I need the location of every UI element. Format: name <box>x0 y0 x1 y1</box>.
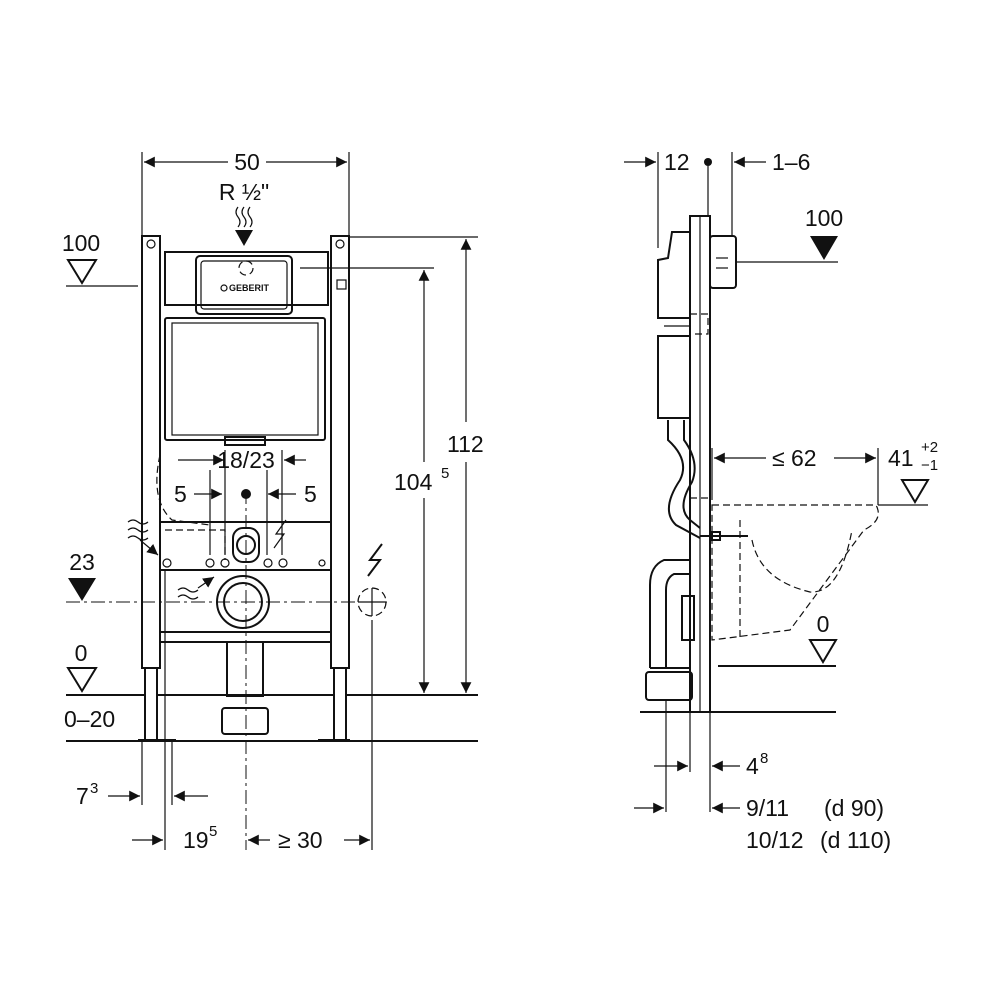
projection-label: ≤ 62 <box>772 445 817 471</box>
wc-outline-dashed <box>711 504 879 641</box>
stud-1 <box>205 558 215 568</box>
side-center-dot-icon <box>704 158 712 166</box>
water-hose-left <box>156 454 211 526</box>
level-100-label: 100 <box>62 230 100 256</box>
stud-3 <box>263 558 273 568</box>
depth-frame-label: 12 <box>664 149 690 175</box>
center-point-icon <box>241 489 251 499</box>
frame-left-post <box>141 235 161 669</box>
flush-pipe-inner <box>682 420 701 529</box>
water-supply-icon <box>235 206 253 228</box>
level-23-label: 23 <box>69 549 95 575</box>
level-zero-triangle-icon <box>66 667 98 693</box>
drain-d110-note: (d 110) <box>820 827 891 853</box>
cistern-top <box>164 251 329 306</box>
water-left-icon <box>127 519 149 541</box>
side-cistern-dashed <box>689 313 709 335</box>
wc-connector-dashed <box>690 497 711 536</box>
dim-104-label: 104 <box>394 469 433 495</box>
side-level-zero-label: 0 <box>817 611 830 637</box>
side-drain-connector <box>681 595 695 641</box>
seat-height-label: 41 <box>888 445 914 471</box>
connection-label: R ½" <box>219 179 269 205</box>
wall-gap-label: 1–6 <box>772 149 810 175</box>
stud-5 <box>162 558 172 568</box>
drain-coupling <box>645 671 693 701</box>
brand-label: GEBERIT <box>229 283 270 293</box>
side-cistern-top <box>657 231 691 319</box>
pipe-offset-sup: 5 <box>209 823 217 840</box>
floor-range-label: 0–20 <box>64 706 115 732</box>
level-23-triangle-icon <box>68 578 96 601</box>
front-view: GEBERIT <box>62 149 484 853</box>
leg-left <box>144 667 158 741</box>
side-cistern-body <box>657 335 691 419</box>
pipe-offset-label: 19 <box>183 827 209 853</box>
electric-outer-icon <box>367 543 383 577</box>
flush-pipe-outer <box>667 420 701 539</box>
flush-spacing-label: 18/23 <box>217 447 275 473</box>
drain-bend-outer <box>649 559 690 668</box>
drain-d90-note: (d 90) <box>824 795 884 821</box>
supply-arrow-icon <box>235 230 253 246</box>
cistern-inner <box>171 322 319 436</box>
stud-6 <box>318 559 326 567</box>
leg-label: 7 <box>76 783 89 809</box>
drain-pipe <box>226 641 264 697</box>
side-view: 12 1–6 100 ≤ 62 41 +2 −1 0 4 8 9/11 (d 9… <box>624 149 938 853</box>
pipe-depth-label: 4 <box>746 753 759 779</box>
water-left-arrow <box>139 539 159 556</box>
dim-width-label: 50 <box>234 149 260 175</box>
seat-level-triangle-icon <box>900 479 930 504</box>
leg-right <box>333 667 347 741</box>
inlet-dashed-circle <box>238 260 254 276</box>
min-distance-label: ≥ 30 <box>278 827 323 853</box>
side-level-zero-triangle-icon <box>808 639 838 664</box>
actuator-plate <box>195 255 293 315</box>
wc-bowl-dashed <box>751 529 853 593</box>
frame-right-post <box>330 235 350 669</box>
hose-dashed <box>165 529 226 560</box>
offset-left-label: 5 <box>174 481 187 507</box>
side-level-100-triangle-icon <box>810 236 838 260</box>
side-actuator <box>709 235 737 289</box>
seat-tol-plus: +2 <box>921 439 938 456</box>
level-100-triangle-icon <box>66 259 98 285</box>
frame-left-hole <box>146 239 156 249</box>
water-lower-icon <box>177 587 199 600</box>
stud-2 <box>220 558 230 568</box>
drain-d90-label: 9/11 <box>746 795 789 821</box>
water-lower-arrow <box>197 576 215 589</box>
fixing-bolt-nut <box>711 531 721 541</box>
brand-dot-icon <box>220 284 228 292</box>
drain-bend-piece <box>221 707 269 735</box>
frame-right-hole <box>335 239 345 249</box>
electric-inner-icon <box>273 519 287 549</box>
side-level-100-label: 100 <box>805 205 843 231</box>
valve-square <box>336 279 347 290</box>
flush-outlet <box>224 436 266 446</box>
dim-112-label: 112 <box>447 431 484 457</box>
seat-tol-minus: −1 <box>921 457 938 474</box>
offset-right-label: 5 <box>304 481 317 507</box>
pipe-depth-sup: 8 <box>760 750 768 767</box>
cistern-body <box>164 317 326 441</box>
leg-sup: 3 <box>90 780 98 797</box>
stud-4 <box>278 558 288 568</box>
dim-104-sup: 5 <box>441 465 449 482</box>
actuator-plate-inner <box>200 260 288 310</box>
drain-bend-inner <box>665 573 690 668</box>
drain-d110-label: 10/12 <box>746 827 804 853</box>
level-zero-label: 0 <box>75 640 88 666</box>
